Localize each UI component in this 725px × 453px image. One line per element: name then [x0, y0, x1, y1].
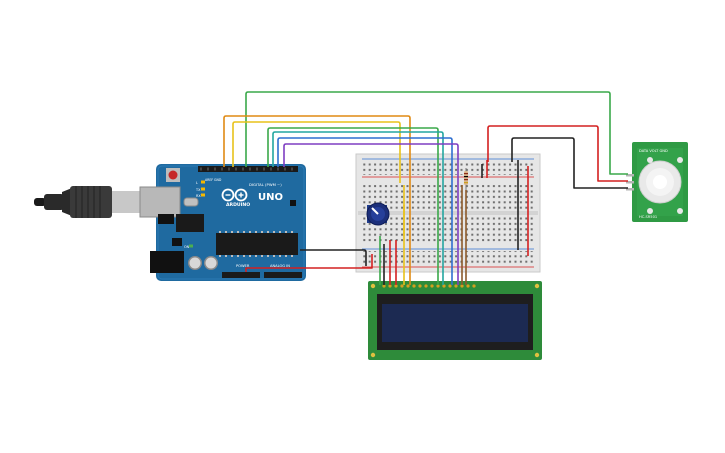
- wire-yellow: [232, 121, 401, 183]
- wires[interactable]: [223, 91, 628, 285]
- on-label: ON: [184, 245, 190, 249]
- arduino-logo-text: ARDUINO: [226, 202, 250, 208]
- atmega-chip: [216, 231, 298, 257]
- power-header[interactable]: [222, 272, 260, 278]
- tx-label: TX: [195, 188, 201, 192]
- reset-button-icon[interactable]: [166, 168, 180, 182]
- wire-orange: [223, 115, 411, 285]
- pir-bottom-label: HC-SR501: [639, 215, 657, 219]
- wire-black-pir: [511, 137, 628, 189]
- arduino-logo: [221, 188, 248, 202]
- pir-top-label: DATA VOLT GND: [639, 149, 668, 153]
- analog-label: ANALOG IN: [270, 264, 290, 268]
- arduino-uno-board[interactable]: AREF GND DIGITAL (PWM ~) L TX RX ARDUINO…: [139, 164, 306, 281]
- uno-model-text: UNO: [258, 192, 283, 203]
- l-label: L: [196, 181, 198, 185]
- wire-green-2: [267, 127, 439, 285]
- wire-red-pir: [487, 125, 628, 182]
- breadboard[interactable]: [355, 153, 541, 273]
- potentiometer-icon[interactable]: [366, 202, 390, 226]
- wire-green-pir: [245, 91, 628, 175]
- gnd-label: GND: [214, 178, 222, 182]
- pir-sensor[interactable]: DATA VOLT GND HC-SR501: [626, 142, 688, 222]
- lcd-16x2-display[interactable]: [368, 281, 542, 360]
- aref-label: AREF: [205, 178, 213, 182]
- wire-blue: [277, 137, 453, 285]
- digital-label: DIGITAL (PWM ~): [249, 182, 282, 187]
- wire-black-gnd: [300, 249, 367, 266]
- digital-header[interactable]: [198, 166, 298, 172]
- power-label: POWER: [236, 264, 250, 268]
- wire-red-5v: [245, 254, 373, 272]
- wire-teal: [272, 131, 444, 285]
- analog-header[interactable]: [264, 272, 302, 278]
- wire-purple: [283, 143, 459, 285]
- resistor-icon[interactable]: [464, 168, 468, 190]
- rx-label: RX: [196, 194, 201, 198]
